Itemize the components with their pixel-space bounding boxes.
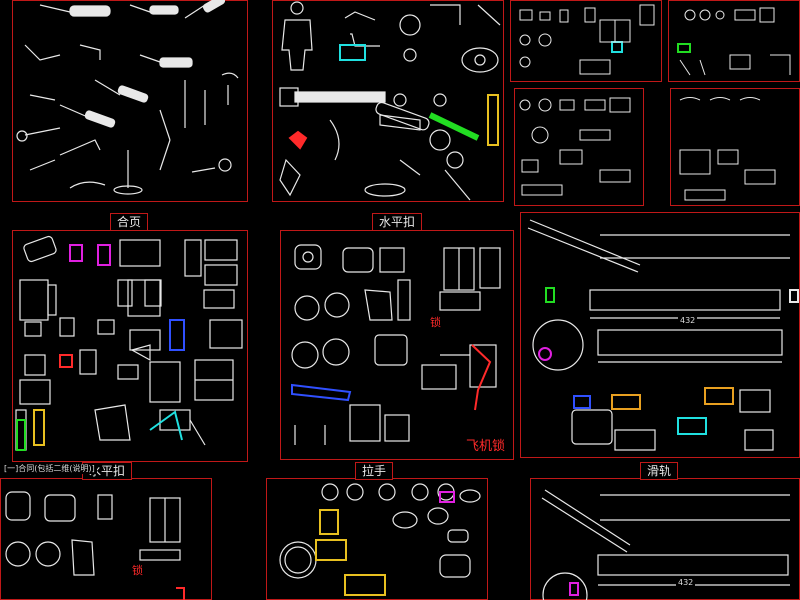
latch-title: 水平扣 [372,213,423,231]
parts-grid-sheet-c [514,88,644,206]
latch-drawing [291,244,501,445]
slide-title: 滑轨 [640,462,679,480]
parts-grid-sheet-a [510,0,662,82]
fixtures-drawing [279,1,501,201]
fixtures-sheet [272,0,504,202]
slide-dimension-1: 432 [678,316,698,326]
slide-dimension-2: 432 [676,578,696,588]
handle-title: 拉手 [355,462,394,480]
slide-drawing [541,489,790,600]
screwdriver-drawing [16,0,239,195]
hinge-drawing [15,235,243,451]
slide-detail-drawing [527,219,790,451]
lock-label-2: 锁 [130,564,145,577]
hinge-title: 合页 [110,213,149,231]
latch-2-drawing [5,491,181,576]
hinge-series-label: [一]合同(包括二维(说明)] [2,464,97,474]
parts-grid-drawing [519,4,791,201]
lock-label: 锁 [428,316,443,329]
plane-lock-label: 飞机锁 [464,439,508,454]
tools-sheet [12,0,248,202]
handle-drawing [279,483,481,579]
